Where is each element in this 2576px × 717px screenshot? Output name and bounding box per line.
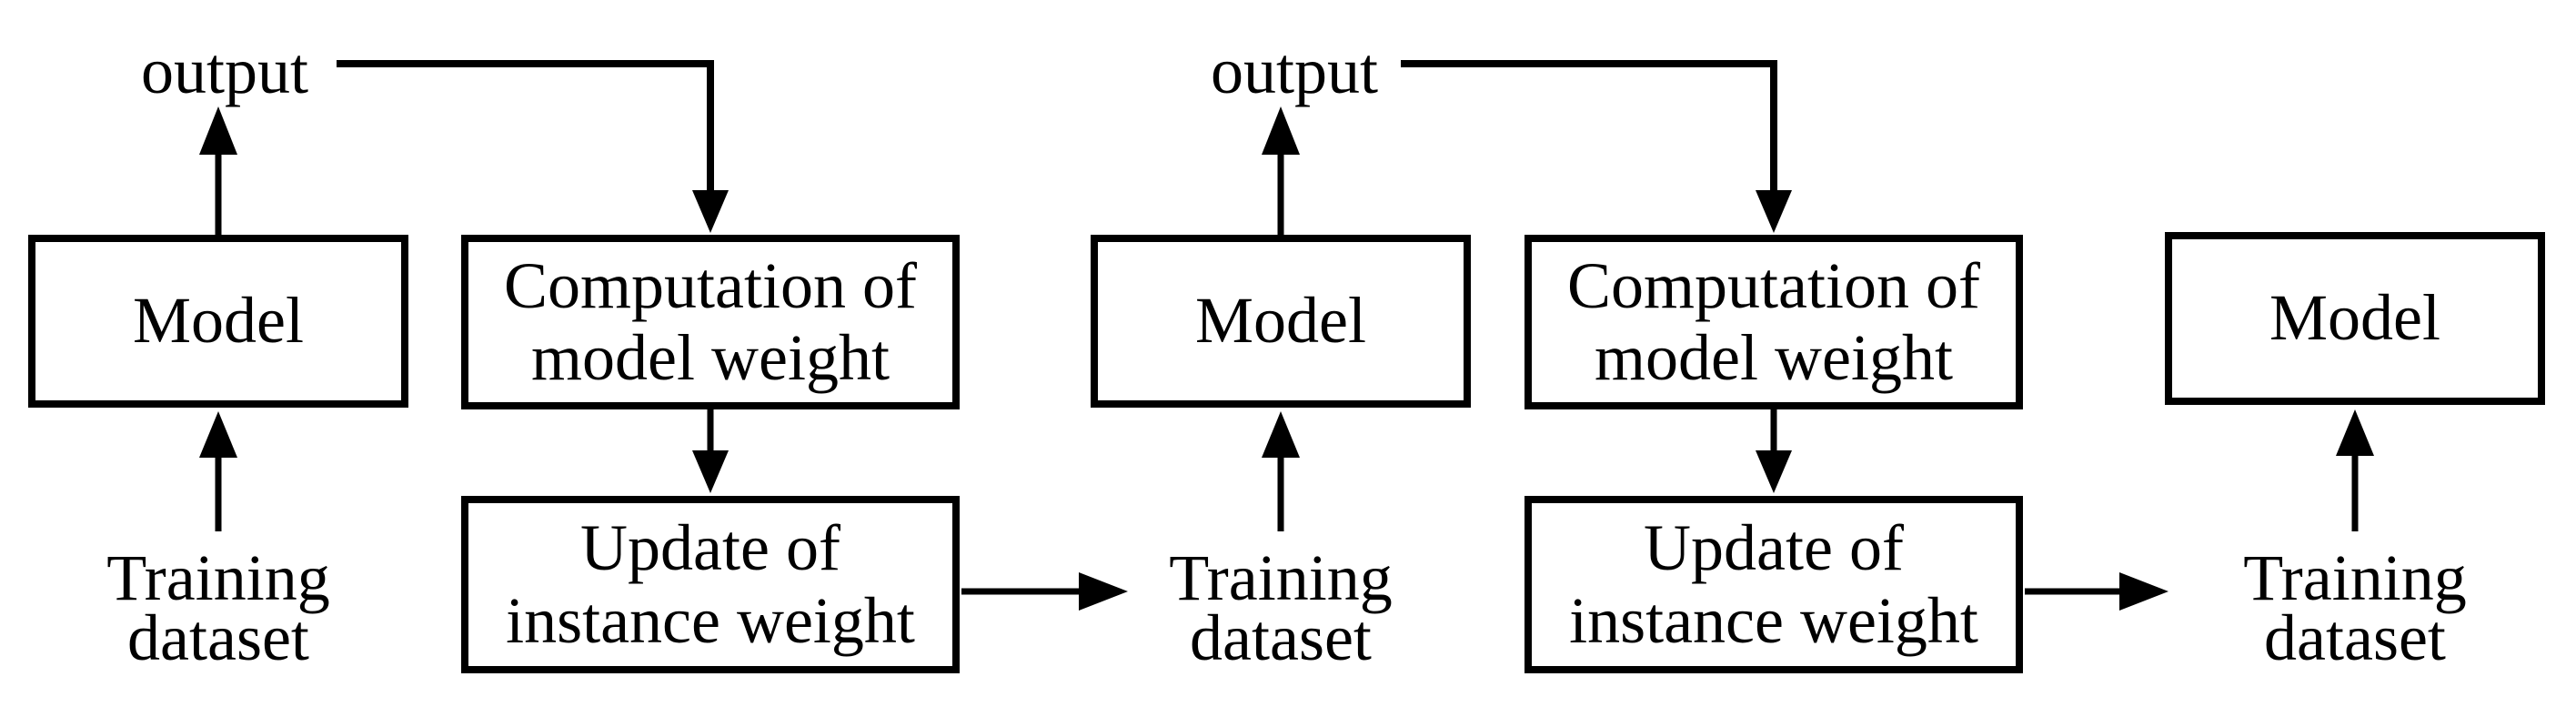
update-label-line1-1: Update of	[580, 511, 840, 585]
computation-to-update-arrow-1	[692, 409, 729, 493]
computation-to-update-arrow-2	[1756, 409, 1792, 493]
training-to-model-arrow-2	[1262, 411, 1300, 531]
model-to-output-arrowhead-1	[199, 106, 237, 155]
output-label-2: output	[1210, 35, 1379, 107]
training-text-line2-2: dataset	[1190, 601, 1372, 674]
training-text-line1-1: Training	[106, 541, 330, 614]
update-label-line2-2: instance weight	[1569, 583, 1978, 657]
computation-to-update-arrowhead-2	[1756, 450, 1792, 493]
training-text-line2-3: dataset	[2264, 601, 2446, 674]
training-dataset-label-3: Training dataset	[2243, 541, 2467, 674]
model-label-3: Model	[2269, 281, 2440, 355]
training-text-line2-1: dataset	[127, 601, 309, 674]
output-to-computation-arrowhead-1	[692, 190, 729, 233]
model-label-1: Model	[133, 284, 304, 358]
model-box-3: Model	[2165, 232, 2545, 405]
computation-label-line2-2: model weight	[1595, 321, 1953, 394]
training-dataset-label-2: Training dataset	[1169, 541, 1393, 674]
model-box-2: Model	[1091, 235, 1471, 408]
update-to-training-arrowhead-1	[1079, 572, 1128, 611]
training-to-model-arrowhead-3	[2336, 409, 2374, 456]
computation-box-1: Computation of model weight	[461, 235, 960, 409]
update-box-1: Update of instance weight	[461, 496, 960, 673]
computation-label-line1-2: Computation of	[1567, 248, 1980, 322]
computation-label-line1-1: Computation of	[504, 248, 917, 322]
model-box-1: Model	[28, 235, 408, 408]
model-label-2: Model	[1195, 284, 1366, 358]
model-to-output-arrow-1	[199, 106, 237, 235]
training-to-model-arrow-3	[2336, 409, 2374, 531]
output-label-1: output	[140, 35, 309, 107]
output-to-computation-line-1	[337, 60, 714, 192]
update-to-training-arrowhead-2	[2119, 572, 2168, 611]
computation-label-line2-1: model weight	[531, 321, 890, 394]
training-to-model-arrow-1	[199, 411, 237, 531]
output-text-1: output	[140, 35, 309, 107]
update-to-training-arrow-1	[961, 572, 1128, 611]
update-label-line2-1: instance weight	[506, 583, 915, 657]
training-text-line1-3: Training	[2243, 541, 2467, 614]
model-to-output-arrowhead-2	[1262, 106, 1300, 155]
output-to-computation-arrowhead-2	[1756, 190, 1792, 233]
computation-box-2: Computation of model weight	[1524, 235, 2023, 409]
update-label-line1-2: Update of	[1644, 511, 1904, 585]
output-text-2: output	[1210, 35, 1379, 107]
update-to-training-arrow-2	[2025, 572, 2168, 611]
model-to-output-arrow-2	[1262, 106, 1300, 235]
training-to-model-arrowhead-2	[1262, 411, 1300, 458]
training-to-model-arrowhead-1	[199, 411, 237, 458]
training-dataset-label-1: Training dataset	[106, 541, 330, 674]
update-box-2: Update of instance weight	[1524, 496, 2023, 673]
output-to-computation-line-2	[1401, 60, 1777, 192]
computation-to-update-arrowhead-1	[692, 450, 729, 493]
training-text-line1-2: Training	[1169, 541, 1393, 614]
